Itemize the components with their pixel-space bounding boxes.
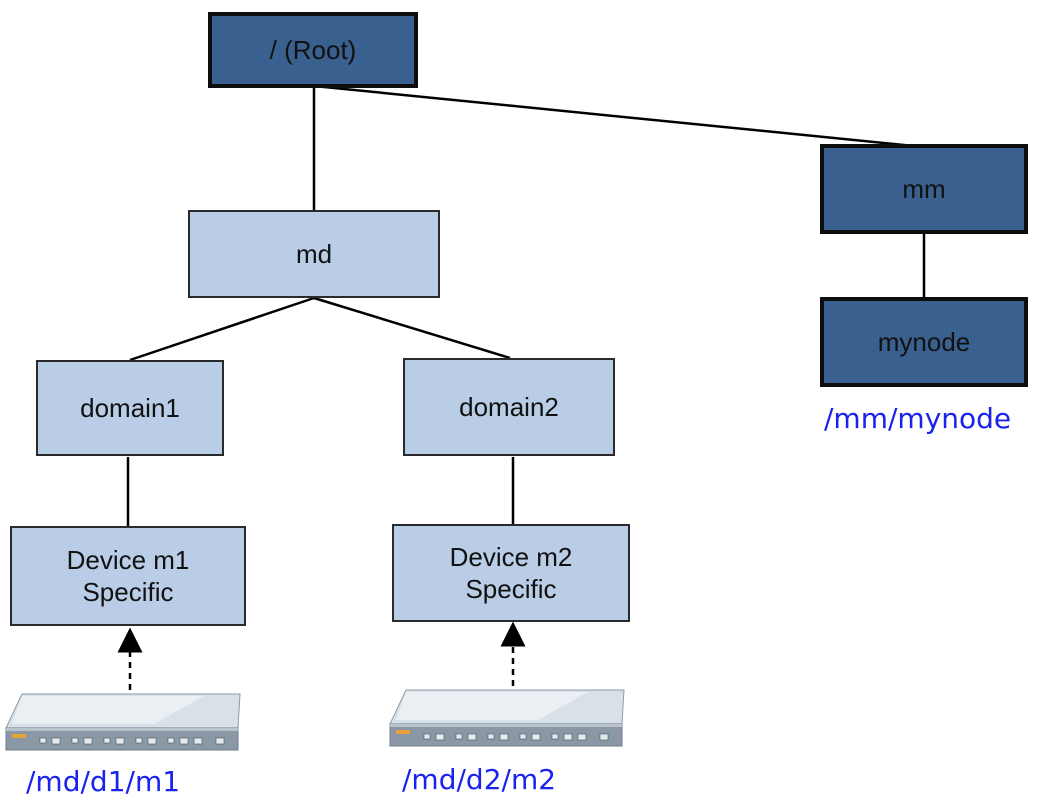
node-domain1-label: domain1: [80, 393, 180, 423]
node-mm: mm: [820, 144, 1028, 234]
node-md-label: md: [295, 239, 333, 269]
node-device-m1-line2: Specific: [82, 577, 174, 607]
edge-md-domain2: [313, 296, 511, 360]
node-root-label: / (Root): [269, 35, 357, 65]
edge-root-mm: [313, 84, 925, 149]
node-mynode-label: mynode: [877, 327, 971, 357]
node-root: / (Root): [208, 12, 418, 88]
node-mm-label: mm: [902, 174, 946, 204]
node-device-m2: Device m2 Specific: [392, 524, 630, 622]
edge-md-domain1: [129, 296, 315, 362]
node-device-m2-line2: Specific: [465, 574, 557, 604]
node-mynode: mynode: [820, 297, 1028, 387]
node-device-m1: Device m1 Specific: [10, 526, 246, 626]
network-appliance-icon: [5, 693, 241, 751]
path-label-mynode: /mm/mynode: [824, 402, 1012, 435]
node-device-m2-line1: Device m2: [449, 542, 573, 572]
network-appliance-icon: [389, 689, 625, 747]
node-domain2: domain2: [403, 358, 615, 456]
path-label-m2: /md/d2/m2: [402, 763, 557, 796]
node-md: md: [188, 210, 440, 298]
node-domain1: domain1: [36, 360, 224, 456]
node-domain2-label: domain2: [459, 392, 559, 422]
node-device-m1-line1: Device m1: [66, 545, 190, 575]
path-label-m1: /md/d1/m1: [26, 765, 181, 798]
